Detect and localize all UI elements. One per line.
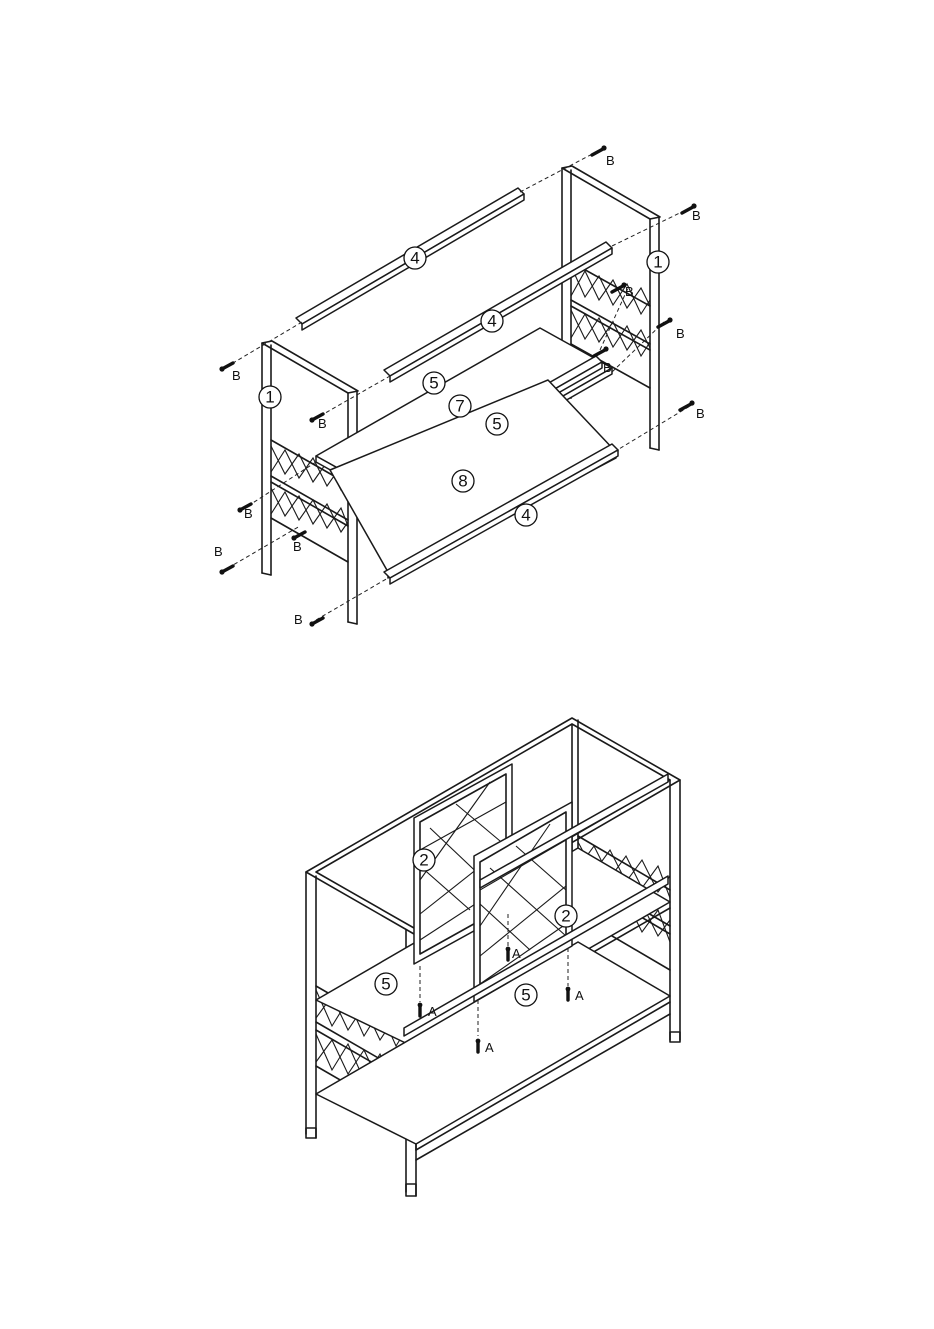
- part-callout: 4: [404, 247, 426, 269]
- svg-text:5: 5: [492, 415, 501, 434]
- screw-a-icon: [418, 1003, 423, 1016]
- svg-text:4: 4: [410, 249, 419, 268]
- svg-text:5: 5: [381, 975, 390, 994]
- screw-label: A: [485, 1040, 494, 1055]
- svg-text:8: 8: [458, 472, 467, 491]
- bolt-label: B: [294, 612, 303, 627]
- part-callout: 4: [481, 310, 503, 332]
- svg-text:5: 5: [521, 986, 530, 1005]
- bolt-label: B: [293, 539, 302, 554]
- bolt-label: B: [214, 544, 223, 559]
- screw-label: A: [428, 1004, 437, 1019]
- bolt-b-icon: [219, 566, 233, 575]
- svg-text:1: 1: [653, 253, 662, 272]
- part-callout: 5: [486, 413, 508, 435]
- bolt-label: B: [606, 153, 615, 168]
- screw-a-icon: [566, 987, 571, 1000]
- part-callout: 2: [555, 905, 577, 927]
- svg-text:4: 4: [487, 312, 496, 331]
- bolt-label: B: [232, 368, 241, 383]
- part-callout: 5: [375, 973, 397, 995]
- screw-label: A: [575, 988, 584, 1003]
- bolt-label: B: [676, 326, 685, 341]
- bolt-label: B: [692, 208, 701, 223]
- right-side-frame: [562, 166, 660, 450]
- bolt-label: B: [696, 406, 705, 421]
- bolt-b-icon: [592, 145, 607, 155]
- svg-text:2: 2: [561, 907, 570, 926]
- part-callout: 2: [413, 849, 435, 871]
- exploded-frame-diagram: B B B B B B B B B B B B 4 4 1 1 5 7 5 8 …: [214, 145, 705, 627]
- svg-text:7: 7: [455, 397, 464, 416]
- bolt-label: B: [244, 506, 253, 521]
- bolt-label: B: [625, 284, 634, 299]
- svg-text:1: 1: [265, 388, 274, 407]
- part-callout: 7: [449, 395, 471, 417]
- bolt-label: B: [603, 360, 612, 375]
- screw-a-icon: [476, 1039, 481, 1052]
- bolt-b-icon: [658, 317, 673, 327]
- svg-text:4: 4: [521, 506, 530, 525]
- divider-insertion-diagram: A A A A 2 2 5 5: [306, 718, 680, 1196]
- bolt-b-icon: [309, 618, 323, 627]
- bolt-b-icon: [680, 400, 695, 410]
- svg-text:2: 2: [419, 851, 428, 870]
- bolt-b-icon: [219, 363, 233, 372]
- bolt-label: B: [318, 416, 327, 431]
- part-callout: 5: [423, 372, 445, 394]
- part-callout: 4: [515, 504, 537, 526]
- screw-a-icon: [506, 947, 511, 960]
- part-callout: 1: [647, 251, 669, 273]
- svg-text:5: 5: [429, 374, 438, 393]
- part-callout: 1: [259, 386, 281, 408]
- part-callout: 8: [452, 470, 474, 492]
- part-callout: 5: [515, 984, 537, 1006]
- screw-label: A: [512, 946, 521, 961]
